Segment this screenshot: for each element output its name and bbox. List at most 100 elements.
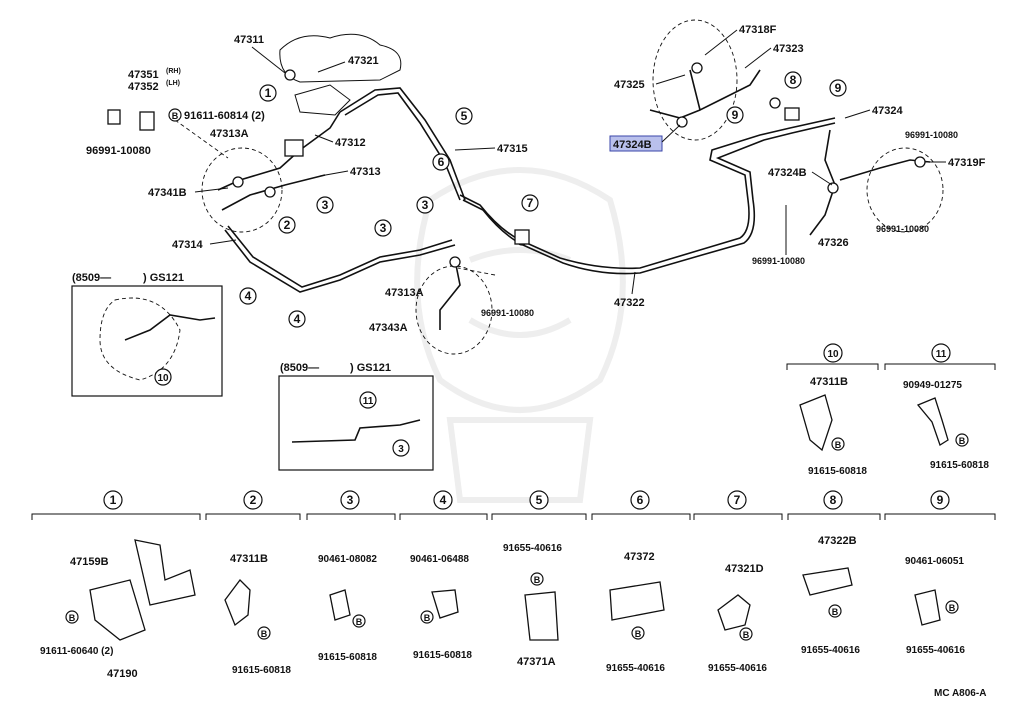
diagram-label: 10: [157, 373, 169, 384]
detail-7-bolt: 91655-40616: [708, 663, 767, 674]
diagram-label: (LH): [166, 80, 180, 87]
detail-7-part: 47321D: [725, 563, 764, 575]
detail-11-part: 90949-01275: [903, 380, 962, 391]
callout-9-b: [829, 79, 847, 97]
detail-1-part-a: 47159B: [70, 556, 109, 568]
diagram-label: 2: [250, 493, 257, 507]
inset-left-model: ) GS121: [143, 272, 184, 284]
bottom-detail-row: 1 2 3 4 5 6 7 8 9 47159B B 91611-60640 (…: [31, 490, 996, 680]
diagram-label: B: [261, 629, 268, 639]
detail-8-part: 47322B: [818, 535, 857, 547]
bolt-marker: [168, 108, 182, 122]
label-47324: 47324: [872, 105, 903, 117]
brake-booster-sketch: [279, 33, 402, 116]
label-47323: 47323: [773, 43, 804, 55]
label-47313A-top: 47313A: [210, 128, 249, 140]
diagram-label: 8: [830, 493, 837, 507]
label-47326: 47326: [818, 237, 849, 249]
diagram-label: 2: [284, 218, 291, 232]
diagram-label: 5: [536, 493, 543, 507]
detail-5-part: 91655-40616: [503, 543, 562, 554]
inset-middle-date: (8509—: [280, 362, 319, 374]
detail-4-bolt: 91615-60818: [413, 650, 472, 661]
detail-5-part-bottom: 47371A: [517, 656, 556, 668]
inset-left-date: (8509—: [72, 272, 111, 284]
diagram-label: 3: [347, 493, 354, 507]
detail-10-bolt: 91615-60818: [808, 466, 867, 477]
callout-5: [455, 107, 473, 125]
diagram-label: 7: [734, 493, 741, 507]
diagram-label: B: [424, 613, 431, 623]
diagram-label: B: [949, 603, 956, 613]
label-47322: 47322: [614, 297, 645, 309]
diagram-label: 5: [461, 109, 468, 123]
pipe-fittings: [107, 62, 926, 268]
detail-3-bolt: 91615-60818: [318, 652, 377, 663]
label-47343A: 47343A: [369, 322, 408, 334]
callout-6: [432, 153, 450, 171]
label-47324B: 47324B: [768, 167, 807, 179]
detail-2-part: 47311B: [230, 553, 268, 565]
callout-1-top: [259, 84, 277, 102]
label-96991-10080-r1: 96991-10080: [905, 130, 958, 140]
label-47351: 47351: [128, 69, 159, 81]
label-47314: 47314: [172, 239, 203, 251]
diagram-label: B: [534, 575, 541, 585]
label-47352: 47352: [128, 81, 159, 93]
diagram-label: B: [832, 607, 839, 617]
label-47341B: 47341B: [148, 187, 187, 199]
diagram-label: 9: [732, 108, 739, 122]
detail-2-bolt: 91615-60818: [232, 665, 291, 676]
callout-7: [521, 194, 539, 212]
part-labels: 47311 47321 47351 (RH) 47352 (LH) B 9161…: [86, 24, 986, 334]
diagram-code: MC A806-A: [934, 688, 986, 699]
detail-10: 10 47311B B 91615-60818: [786, 343, 879, 477]
diagram-label: 3: [380, 221, 387, 235]
diagram-label: 4: [294, 312, 301, 326]
diagram-label: B: [356, 617, 363, 627]
detail-8-bolt: 91655-40616: [801, 645, 860, 656]
label-91611-60814: 91611-60814 (2): [184, 110, 265, 122]
diagram-label: B: [959, 436, 966, 446]
diagram-label: 11: [363, 396, 374, 407]
diagram-label: 10: [827, 349, 839, 360]
callout-4-a: [239, 287, 257, 305]
detail-11-bolt: 91615-60818: [930, 460, 989, 471]
callout-4-b: [288, 310, 306, 328]
callout-3-a: [316, 196, 334, 214]
diagram-label: 3: [322, 198, 329, 212]
label-47313A-mid: 47313A: [385, 287, 424, 299]
diagram-label: 11: [936, 349, 947, 360]
detail-6-part: 47372: [624, 551, 655, 563]
diagram-label: B: [69, 613, 76, 623]
diagram-label: 9: [835, 81, 842, 95]
callout-2-top: [278, 216, 296, 234]
diagram-label: 7: [527, 196, 534, 210]
label-96991-10080-mid: 96991-10080: [481, 308, 534, 318]
detail-3-part: 90461-08082: [318, 554, 377, 565]
diagram-label: 3: [422, 198, 429, 212]
diagram-label: 1: [110, 493, 117, 507]
callout-3-c: [416, 196, 434, 214]
diagram-label: 6: [438, 155, 445, 169]
diagram-label: 6: [637, 493, 644, 507]
label-47321: 47321: [348, 55, 379, 67]
callout-8: [784, 71, 802, 89]
diagram-label: 1: [265, 86, 272, 100]
label-47312: 47312: [335, 137, 366, 149]
callout-markers: 1 2 3 3 3 4 4 5 6 7 8 9 9: [239, 71, 847, 328]
diagram-label: 4: [440, 493, 447, 507]
label-47325: 47325: [614, 79, 645, 91]
highlighted-part-box: [609, 135, 663, 152]
detail-1-bolt: 91611-60640 (2): [40, 646, 113, 657]
diagram-label: B: [835, 440, 842, 450]
inset-box-left: (8509— ) GS121 10: [71, 272, 223, 397]
label-47313: 47313: [350, 166, 381, 178]
label-96991-10080-topleft: 96991-10080: [86, 145, 151, 157]
label-47318F: 47318F: [739, 24, 777, 36]
diagram-label: 4: [245, 289, 252, 303]
label-47315: 47315: [497, 143, 528, 155]
detail-10-part: 47311B: [810, 376, 848, 388]
